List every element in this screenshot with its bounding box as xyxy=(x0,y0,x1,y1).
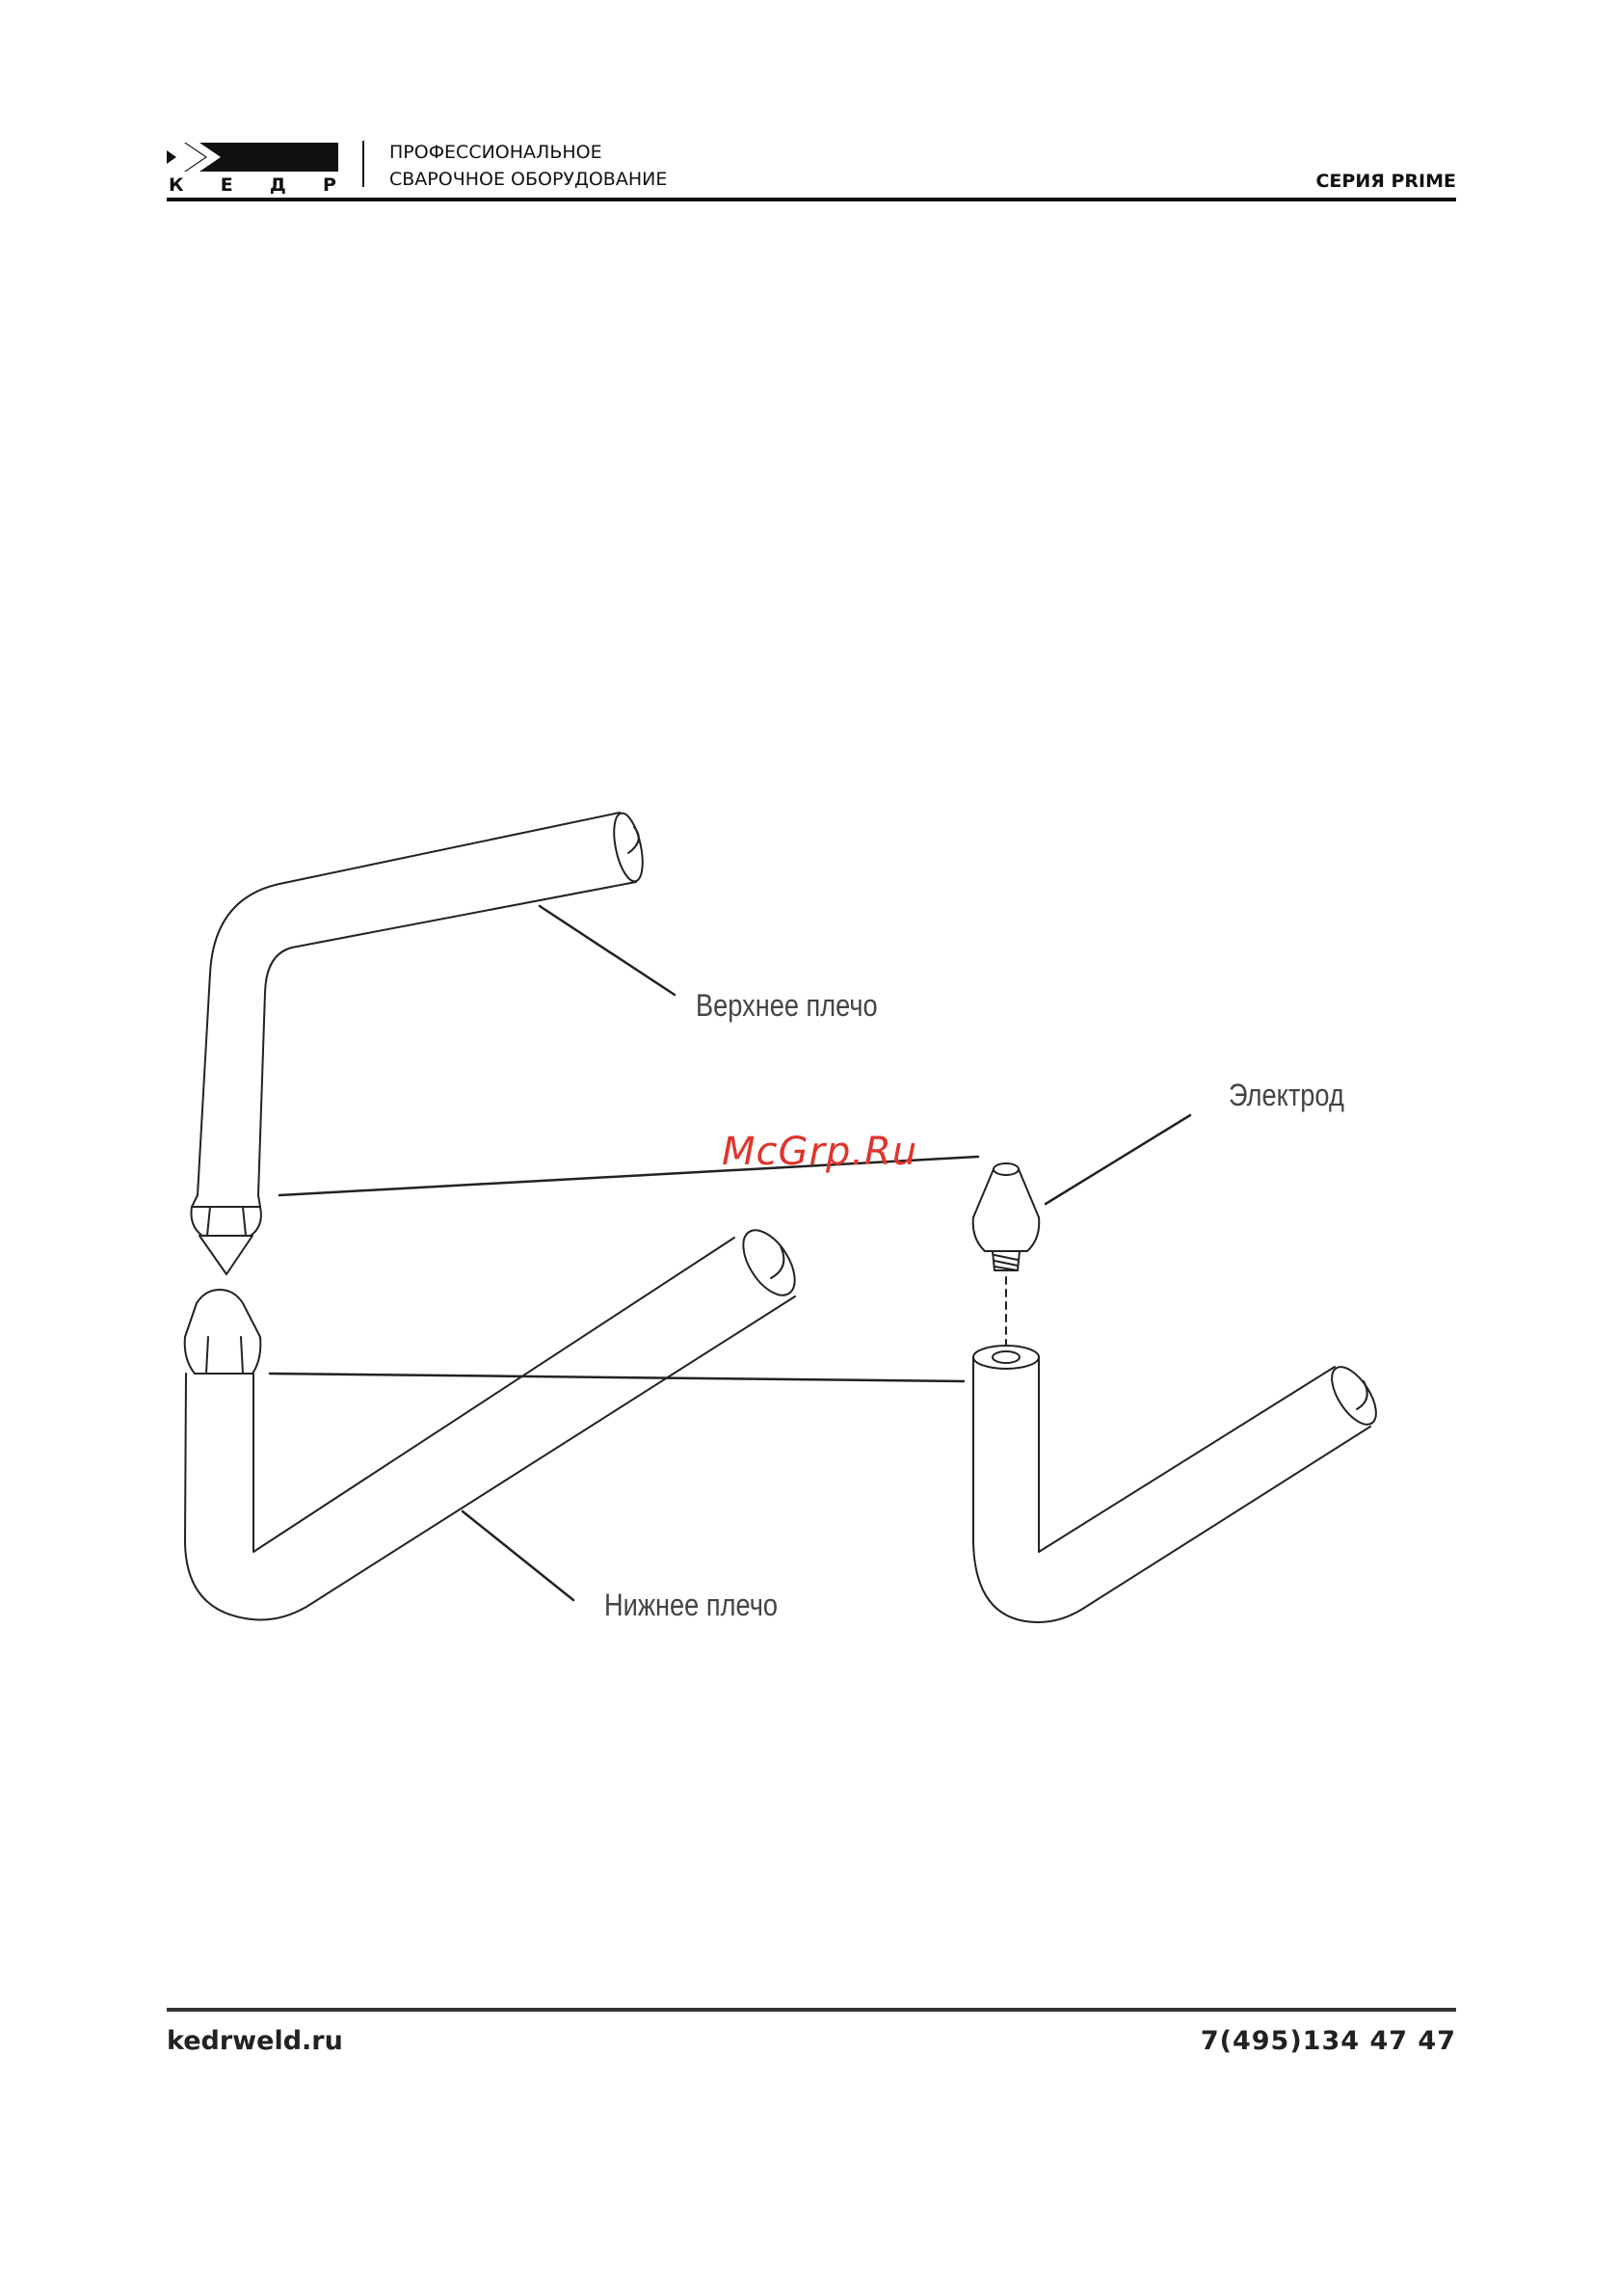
lower-arm-illustration xyxy=(185,1221,806,1619)
footer-rule xyxy=(167,2008,1456,2012)
electrode-label: Электрод xyxy=(1229,1078,1344,1113)
upper-arm-illustration xyxy=(191,811,648,1274)
upper-arm-label: Верхнее плечо xyxy=(696,988,878,1024)
electrode-illustration xyxy=(973,1163,1040,1345)
website-link[interactable]: kedrweld.ru xyxy=(167,2026,343,2056)
watermark: McGrp.Ru xyxy=(722,1130,917,1174)
lower-arm-label: Нижнее плечо xyxy=(604,1588,778,1623)
phone-number: 7(495)134 47 47 xyxy=(1201,2026,1456,2056)
right-lower-arm-illustration xyxy=(973,1346,1385,1622)
